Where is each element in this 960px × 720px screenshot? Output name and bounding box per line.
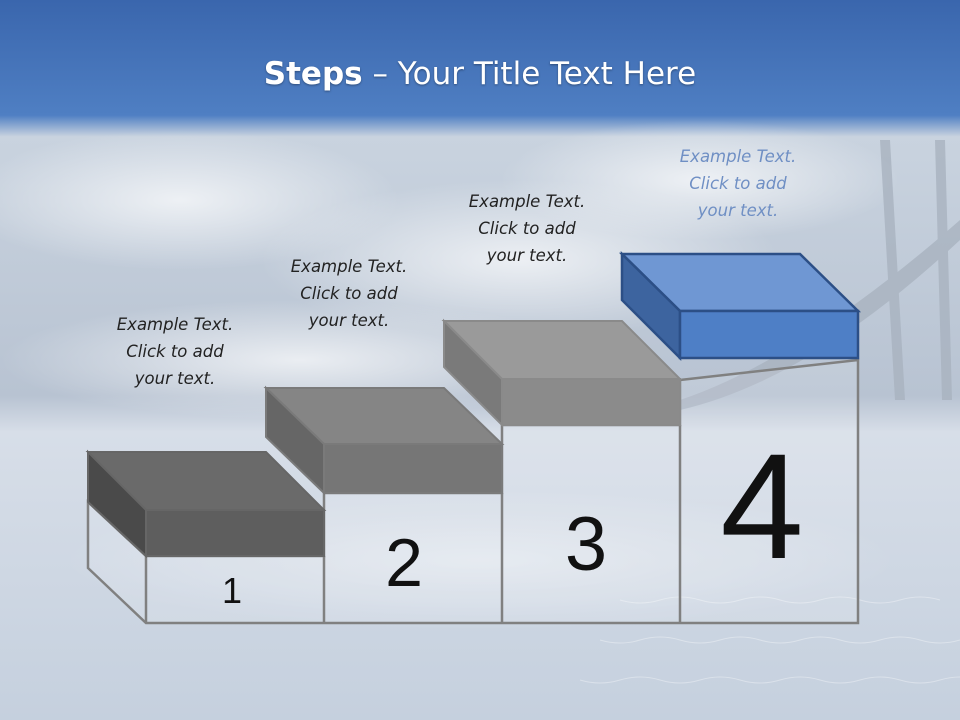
step-4-block[interactable] (618, 251, 862, 362)
step-3-caption[interactable]: Example Text. Click to add your text. (468, 192, 586, 265)
step-1-number: 1 (222, 570, 242, 611)
step-1-block[interactable] (85, 449, 327, 559)
page-title: Steps – Your Title Text Here (263, 56, 697, 92)
step-2-block[interactable] (263, 385, 505, 496)
step-2-caption[interactable]: Example Text. Click to add your text. (290, 257, 408, 330)
step-4-number: 4 (720, 422, 803, 590)
bridge-silhouette (680, 140, 960, 410)
step-4-caption[interactable]: Example Text. Click to add your text. (679, 147, 797, 220)
step-3-number: 3 (565, 502, 607, 587)
step-1-caption[interactable]: Example Text. Click to add your text. (116, 315, 234, 388)
step-2-number: 2 (385, 525, 423, 601)
step-3-block[interactable] (441, 318, 683, 428)
